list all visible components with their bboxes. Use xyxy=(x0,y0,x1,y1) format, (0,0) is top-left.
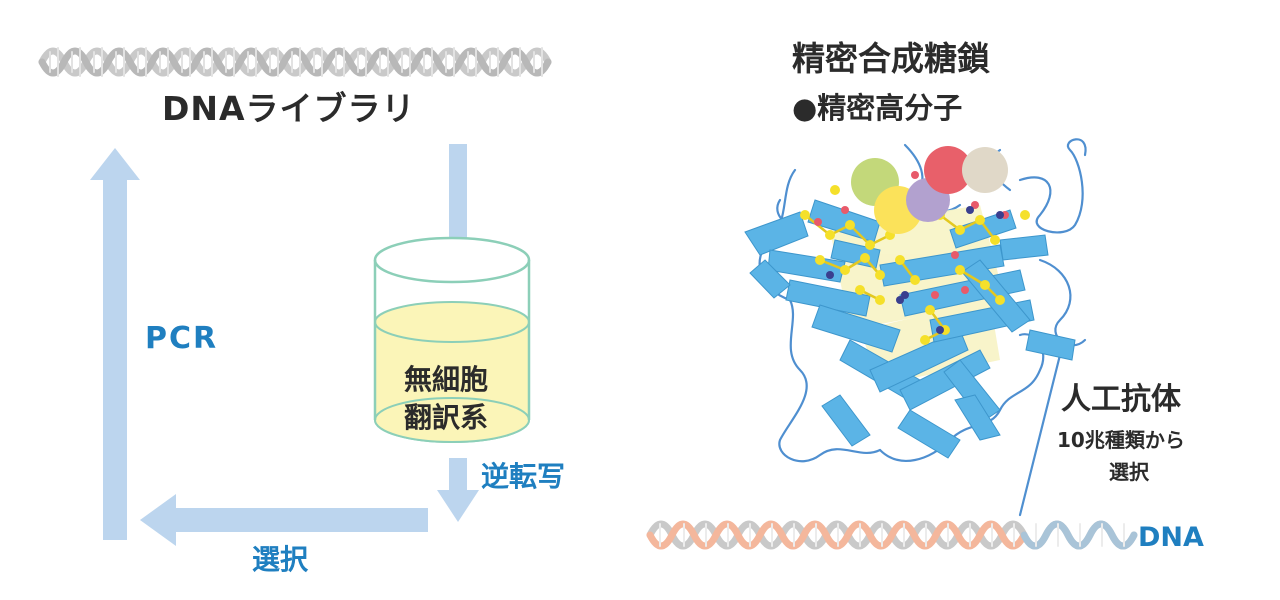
antibody-sub-line1: 10兆種類から xyxy=(1057,428,1185,452)
dna-helix-bottom xyxy=(646,520,1138,550)
reverse-transcription-label: 逆転写 xyxy=(481,460,566,493)
antibody-sub-line2: 選択 xyxy=(1109,460,1149,484)
cell-free-label-line1: 無細胞 xyxy=(404,363,489,396)
cell-free-label-line2: 翻訳系 xyxy=(404,401,489,434)
up-arrow-pcr xyxy=(90,148,140,540)
dna-label: DNA xyxy=(1138,522,1204,553)
glycan-title: 精密合成糖鎖 xyxy=(792,39,990,78)
left-arrow-selection xyxy=(140,494,428,546)
cell-free-beaker xyxy=(373,236,531,443)
antibody-protein-structure xyxy=(744,138,1087,517)
dna-library-helix xyxy=(38,47,552,77)
down-arrow-from-beaker xyxy=(437,458,479,522)
pcr-label: PCR xyxy=(145,321,219,356)
antibody-label: 人工抗体 xyxy=(1061,382,1181,417)
polymer-label: ●精密高分子 xyxy=(792,91,963,125)
selection-label: 選択 xyxy=(252,543,309,576)
dna-library-label: DNAライブラリ xyxy=(162,89,416,128)
